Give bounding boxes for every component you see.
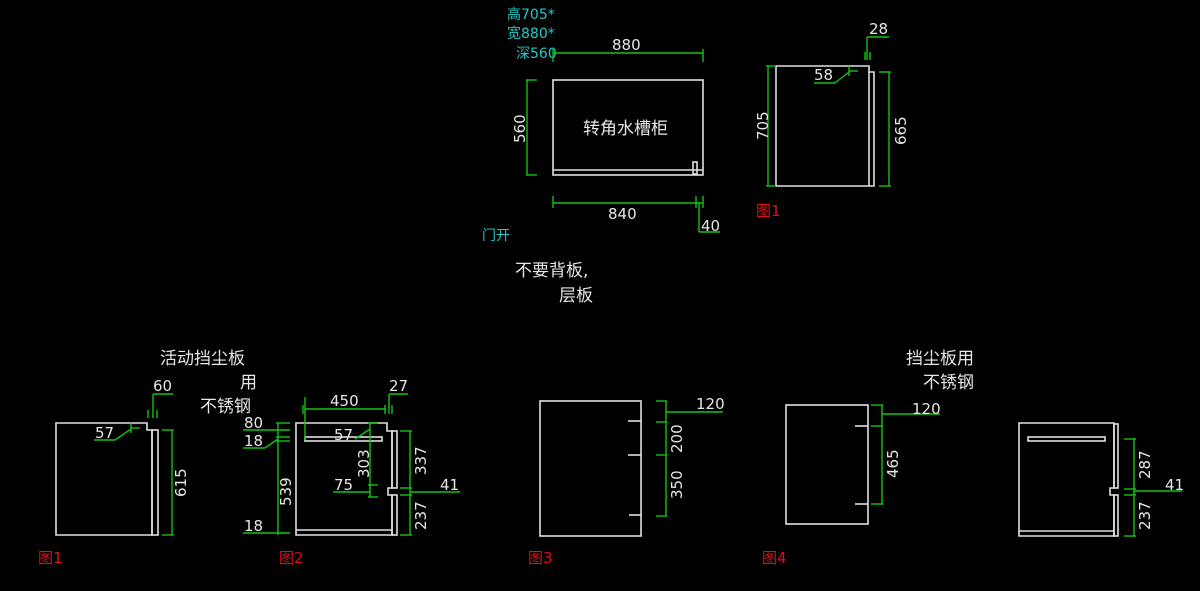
dim-287: 287 <box>1136 450 1154 479</box>
fig5-lower-door <box>1113 494 1119 537</box>
dim-18-bottom: 18 <box>244 517 263 535</box>
dim-237: 237 <box>412 501 430 530</box>
spec-height: 高705* <box>507 6 555 23</box>
dim-237: 237 <box>1136 501 1154 530</box>
dim-465: 465 <box>884 449 902 478</box>
fig4-panel-outline <box>785 404 869 525</box>
dim-120: 120 <box>696 395 725 413</box>
dim-40: 40 <box>701 217 720 235</box>
note-no-backboard: 不要背板, <box>515 261 588 281</box>
dim-27: 27 <box>389 377 408 395</box>
fig4-side-view: 挡尘板用 不锈钢 120 465 图4 <box>762 349 974 567</box>
fig5-panel-outline <box>1018 422 1115 537</box>
dim-80: 80 <box>244 414 263 432</box>
note-stainless: 不锈钢 <box>200 397 251 417</box>
side-panel-mark <box>692 161 698 175</box>
dim-41: 41 <box>440 476 459 494</box>
dim-57: 57 <box>334 426 353 444</box>
top-view: 高705* 宽880* 深560 转角水槽柜 880 560 840 40 门开… <box>482 6 720 306</box>
dim-705: 705 <box>754 111 772 140</box>
cabinet-plan-outline <box>552 79 704 176</box>
door-open-note: 门开 <box>482 228 510 244</box>
cabinet-title: 转角水槽柜 <box>583 119 668 139</box>
dim-60: 60 <box>153 377 172 395</box>
fig2-label: 图2 <box>279 549 304 567</box>
note-dust-board-use: 挡尘板用 <box>906 349 974 369</box>
dim-58: 58 <box>814 66 833 84</box>
fig3-side-view: 120 200 350 图3 <box>528 395 725 567</box>
note-stainless-4: 不锈钢 <box>923 373 974 393</box>
fig1-label: 图1 <box>38 549 63 567</box>
dim-560: 560 <box>511 114 529 143</box>
fig1-door-edge <box>151 429 159 536</box>
dim-539: 539 <box>277 477 295 506</box>
fig3-panel-outline <box>539 400 642 537</box>
fig2-side-view: 450 27 80 18 539 18 57 303 75 <box>243 377 460 567</box>
note-dust-board: 活动挡尘板 <box>160 349 245 369</box>
dim-18-top: 18 <box>244 432 263 450</box>
dim-120: 120 <box>912 400 941 418</box>
dim-303: 303 <box>355 449 373 478</box>
dim-337: 337 <box>412 446 430 475</box>
fig1-top-side-view: 705 665 58 28 图1 <box>754 20 910 220</box>
dim-75: 75 <box>334 476 353 494</box>
dim-880: 880 <box>612 36 641 54</box>
dim-41: 41 <box>1165 476 1184 494</box>
dim-840: 840 <box>608 205 637 223</box>
fig1-side-view: 活动挡尘板 用 不锈钢 60 57 615 图1 <box>38 349 257 567</box>
spec-width: 宽880* <box>507 25 555 42</box>
fig3-label: 图3 <box>528 549 553 567</box>
fig2-lower-door <box>391 494 398 536</box>
fig4-label: 图4 <box>762 549 787 567</box>
fig5-upper-door <box>1113 423 1119 489</box>
fig1-top-label: 图1 <box>756 202 781 220</box>
fig5-shelf <box>1027 436 1106 442</box>
dim-615: 615 <box>172 468 190 497</box>
side-panel-outline <box>775 65 875 187</box>
dim-57: 57 <box>95 424 114 442</box>
fig5-side-view: 287 41 237 <box>1018 422 1184 537</box>
spec-depth: 深560 <box>516 46 557 62</box>
fig2-upper-door <box>391 430 398 489</box>
dim-200: 200 <box>668 424 686 453</box>
dim-28: 28 <box>869 20 888 38</box>
dim-450: 450 <box>330 392 359 410</box>
dim-350: 350 <box>668 470 686 499</box>
note-shelf: 层板 <box>559 286 593 306</box>
fig2-panel-outline <box>295 422 393 536</box>
note-use: 用 <box>240 373 257 393</box>
dim-665: 665 <box>892 116 910 145</box>
